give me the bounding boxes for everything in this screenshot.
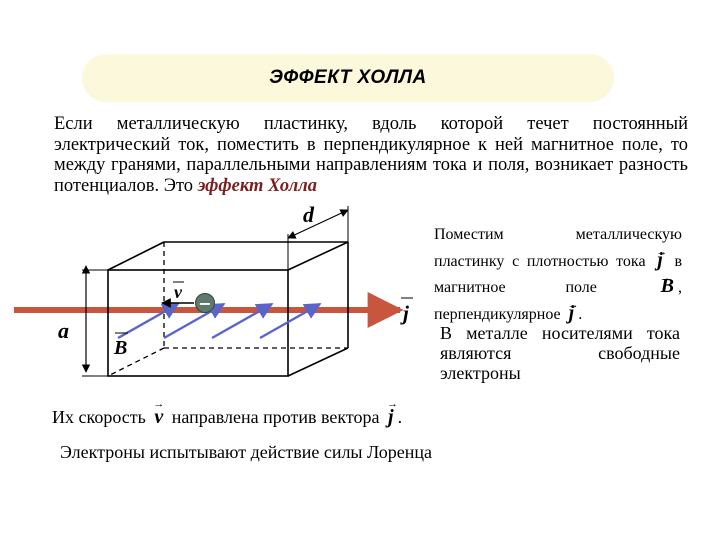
- vector-j3-letter: j: [388, 406, 394, 428]
- plate-desc-end: .: [578, 305, 583, 323]
- velocity-statement: Их скорость →v направлена против вектора…: [52, 398, 403, 429]
- vector-v-inline: →v: [153, 398, 165, 428]
- intro-text: Если металлическую пластинку, вдоль кото…: [54, 114, 688, 196]
- label-B: B: [113, 337, 127, 359]
- label-a: a: [58, 318, 69, 343]
- plate-desc-part2: в магнитное поле: [434, 252, 683, 297]
- velocity-statement-before: Их скорость: [52, 407, 146, 427]
- velocity-statement-middle: направлена против вектора: [171, 407, 380, 427]
- electron-sign: −: [198, 294, 211, 313]
- label-d: d: [303, 202, 315, 227]
- hall-effect-term: эффект Холла: [197, 175, 317, 196]
- vector-B-inline: →B: [659, 272, 674, 297]
- velocity-statement-end: .: [397, 407, 403, 427]
- vector-j-letter: j: [657, 248, 663, 271]
- vector-j2-inline: →j: [567, 298, 579, 324]
- slide-title: ЭФФЕКТ ХОЛЛА: [269, 67, 427, 88]
- title-banner: ЭФФЕКТ ХОЛЛА: [82, 54, 614, 102]
- plate-desc-comma: ,: [678, 279, 682, 296]
- vector-v-letter: v: [154, 406, 164, 428]
- intro-paragraph: Если металлическую пластинку, вдоль кото…: [54, 114, 688, 196]
- label-v: v: [174, 282, 183, 302]
- plate-desc-part3: перпендикулярное: [434, 305, 561, 323]
- electron: [195, 293, 215, 313]
- vector-j3-inline: →j: [387, 398, 398, 428]
- plate-description: Поместим металлическую пластинку с плотн…: [434, 225, 682, 324]
- vector-j2-letter: j: [568, 301, 575, 324]
- plate-desc-part1: Поместим металлическую пластинку с плотн…: [434, 226, 682, 270]
- dimension-d-arrow: [287, 209, 349, 239]
- lorentz-statement: Электроны испытывают действие силы Лорен…: [60, 442, 433, 462]
- field-arrows: [117, 302, 322, 340]
- label-j: j: [400, 301, 409, 325]
- vector-j-inline: →j: [656, 245, 668, 271]
- vector-B-letter: B: [660, 275, 674, 297]
- carriers-text: В металле носителями тока являются свобо…: [440, 323, 680, 383]
